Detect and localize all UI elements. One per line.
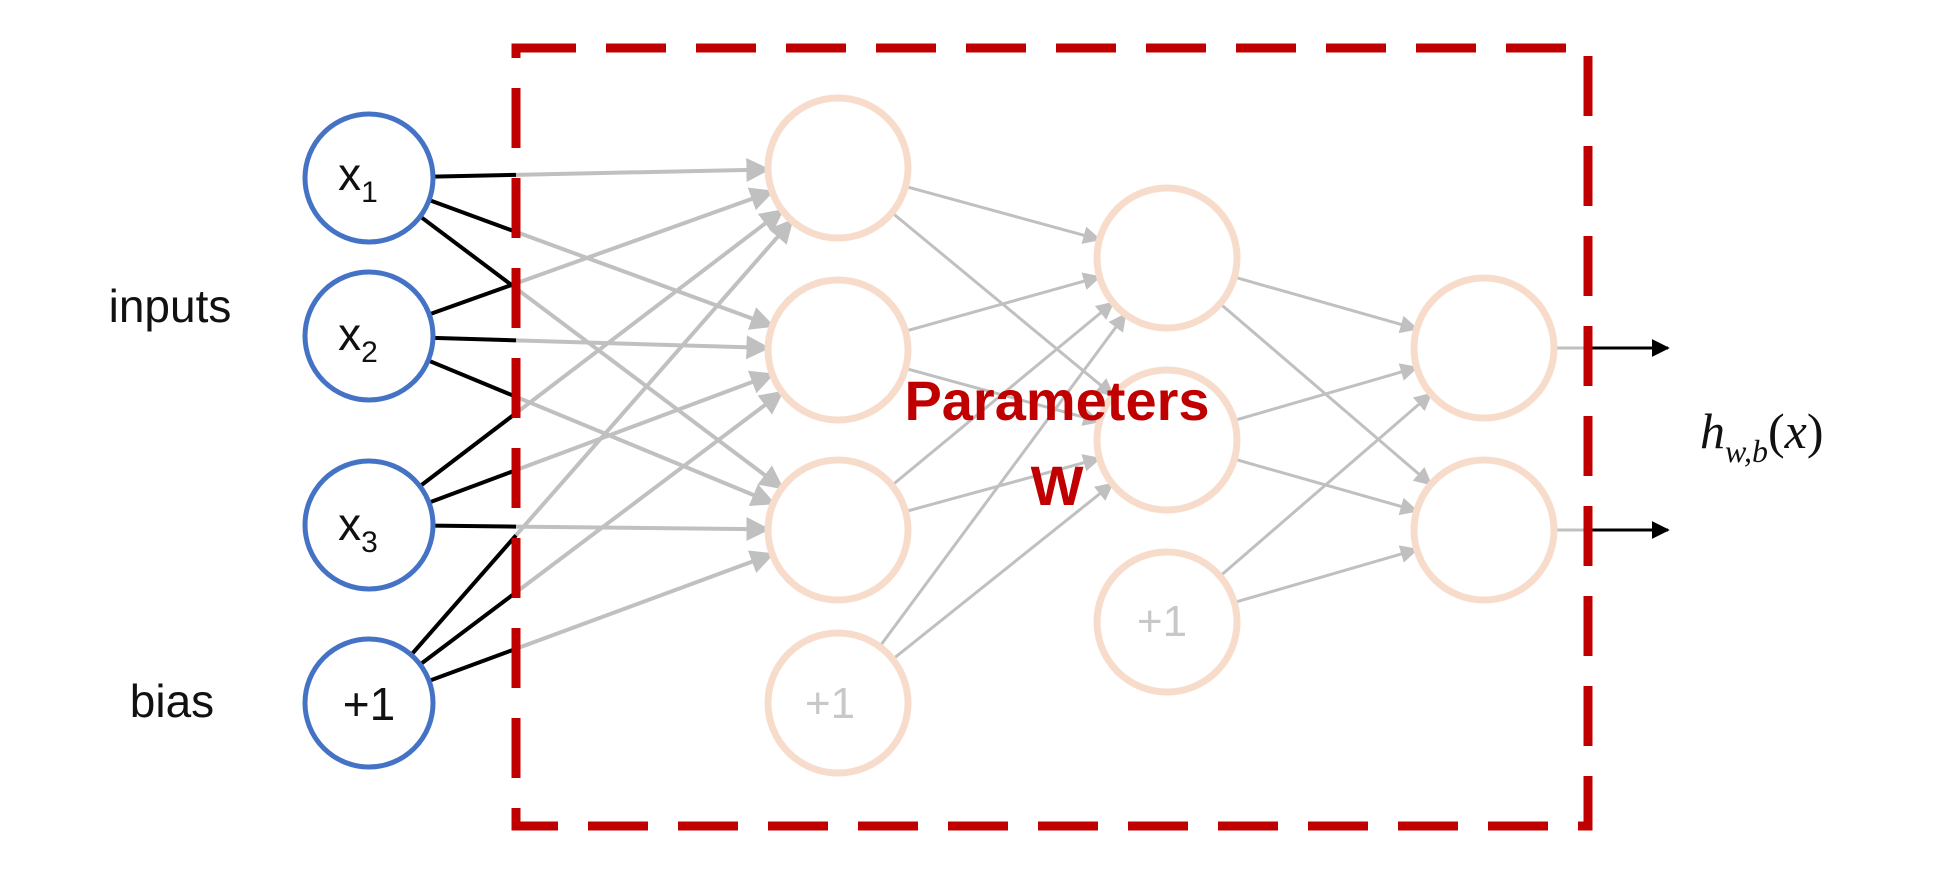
edge-b0-h2-1-faded bbox=[514, 218, 794, 537]
parameters-box bbox=[511, 43, 1593, 831]
network-nodes bbox=[302, 94, 1558, 777]
input-node-x1 bbox=[302, 111, 436, 245]
edge-h3-2-o-1 bbox=[1233, 363, 1419, 422]
edge-x2-h2-1-visible bbox=[428, 281, 517, 317]
node-h3-3 bbox=[1093, 548, 1241, 696]
node-o-1 bbox=[1410, 274, 1558, 422]
edge-x3-h2-2-visible bbox=[428, 468, 517, 505]
edge-x2-h2-2-faded bbox=[515, 335, 771, 360]
input-node-x3-label: x3 bbox=[338, 498, 378, 559]
edge-x2-h2-2-visible bbox=[432, 335, 517, 343]
hidden-layer-2-bias-label: +1 bbox=[805, 679, 855, 728]
edge-x3-h2-1-faded bbox=[514, 208, 785, 415]
input-node-b0 bbox=[302, 636, 436, 770]
edge-x1-h2-1-faded bbox=[515, 157, 771, 182]
edge-h2-1-h3-1 bbox=[905, 185, 1102, 244]
node-h2-3 bbox=[764, 456, 912, 604]
input-node-x2 bbox=[302, 269, 436, 403]
faded-weight-edges bbox=[514, 157, 1590, 661]
edge-x3-h2-1-visible bbox=[418, 411, 518, 488]
parameters-label: Parameters bbox=[904, 369, 1209, 432]
node-h2-1 bbox=[764, 94, 912, 242]
edge-x1-h2-2-faded bbox=[515, 230, 775, 330]
edge-h3-1-o-1 bbox=[1233, 275, 1419, 334]
visible-weight-edges bbox=[409, 172, 518, 683]
node-h2-2 bbox=[764, 276, 912, 424]
node-o-2 bbox=[1410, 456, 1558, 604]
input-node-x3 bbox=[302, 458, 436, 592]
edge-b0-h2-3-faded bbox=[515, 550, 775, 651]
edge-x2-h2-3-faded bbox=[515, 394, 776, 507]
input-node-x2-label: x2 bbox=[338, 308, 378, 369]
edge-b0-h2-1-visible bbox=[409, 533, 518, 657]
input-node-bias-label: +1 bbox=[343, 678, 395, 730]
edge-h3-3-o-1 bbox=[1218, 392, 1433, 578]
edge-b0-h2-2-visible bbox=[418, 590, 518, 667]
edge-b0-h2-2-faded bbox=[514, 390, 784, 594]
edge-h3-3-o-2 bbox=[1233, 545, 1419, 604]
output-edges bbox=[1590, 339, 1670, 539]
hidden-layer-3-bias-label: +1 bbox=[1137, 597, 1187, 646]
edge-h2-4-h3-1 bbox=[878, 312, 1127, 648]
node-h2-4 bbox=[764, 629, 912, 777]
inputs-label: inputs bbox=[109, 280, 232, 332]
edge-x1-h2-2-visible bbox=[428, 198, 517, 234]
edge-x2-h2-1-faded bbox=[515, 187, 775, 286]
edge-x1-h2-3-faded bbox=[514, 286, 784, 490]
edge-x3-h2-3-faded bbox=[515, 517, 771, 542]
edge-x1-h2-1-visible bbox=[432, 172, 517, 179]
output-function-label: hw,b(x) bbox=[1700, 403, 1823, 469]
edge-x3-h2-2-faded bbox=[515, 370, 775, 473]
bias-label: bias bbox=[130, 675, 214, 727]
edge-h2-4-h3-2 bbox=[891, 482, 1114, 661]
edge-b0-h2-3-visible bbox=[428, 646, 517, 683]
edge-x1-h2-3-visible bbox=[418, 214, 518, 290]
node-h3-1 bbox=[1093, 184, 1241, 332]
parameters-w-label: W bbox=[1031, 454, 1084, 517]
input-node-x1-label: x1 bbox=[338, 148, 378, 209]
edge-x3-h2-3-visible bbox=[432, 523, 517, 529]
edge-x2-h2-3-visible bbox=[427, 358, 517, 399]
edge-h2-3-h3-1 bbox=[890, 301, 1115, 487]
edge-h2-3-h3-2 bbox=[905, 454, 1102, 513]
edge-h2-2-h3-1 bbox=[905, 272, 1102, 333]
node-h3-2 bbox=[1093, 366, 1241, 514]
